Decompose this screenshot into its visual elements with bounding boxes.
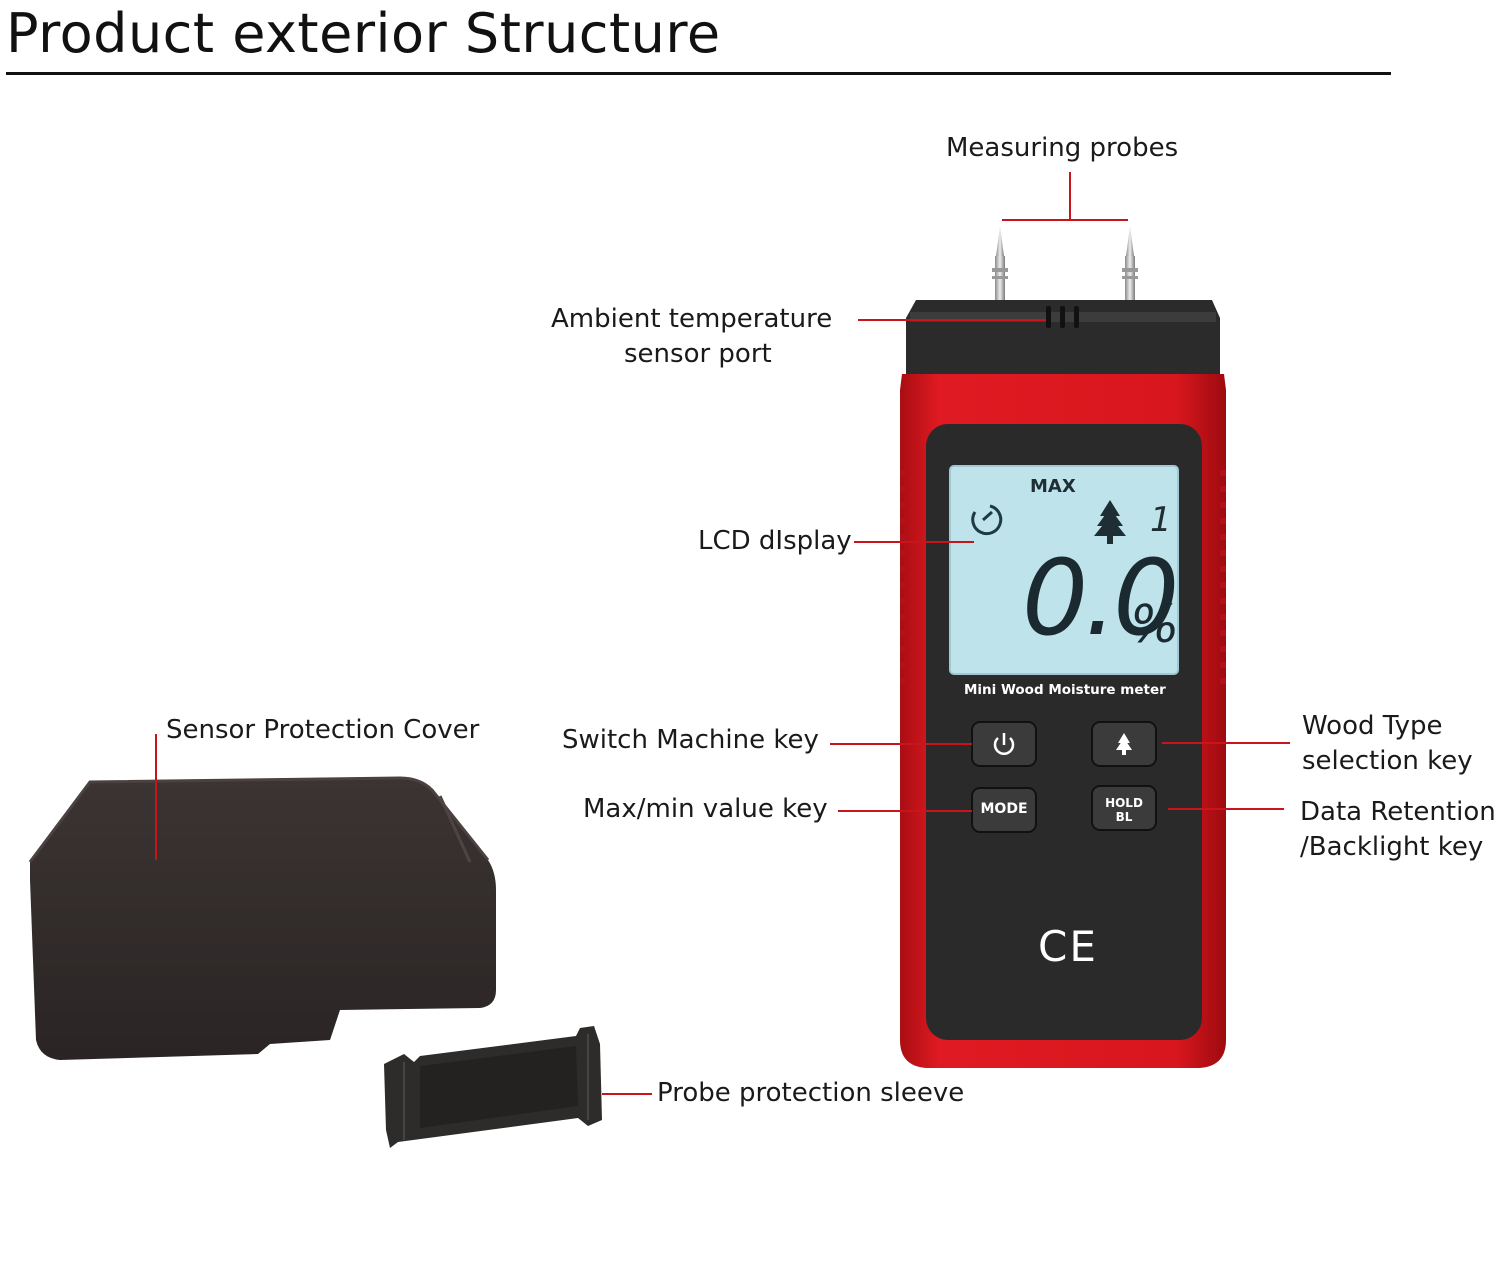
callout-ambient-sensor-line1: Ambient temperature xyxy=(551,304,833,334)
callout-measuring-probes: Measuring probes xyxy=(946,133,1179,163)
callout-data-retention-line2: /Backlight key xyxy=(1300,832,1484,862)
title-underline xyxy=(6,72,1391,75)
device-top-cap xyxy=(906,300,1220,376)
callout-max-min-key: Max/min value key xyxy=(583,794,828,824)
lcd-wood-index: 1 xyxy=(1150,500,1172,540)
callout-probe-sleeve: Probe protection sleeve xyxy=(657,1078,965,1108)
probe-protection-sleeve xyxy=(384,1026,602,1148)
lcd-reading: 0.0 xyxy=(1022,537,1179,659)
power-button[interactable] xyxy=(971,721,1037,767)
hold-button-label-line1: HOLD xyxy=(1105,796,1143,810)
callout-wood-type-line2: selection key xyxy=(1302,746,1473,776)
lcd-unit: % xyxy=(1130,595,1180,655)
callout-lcd-display: LCD dIsplay xyxy=(698,526,852,556)
power-icon xyxy=(993,733,1015,755)
callout-sensor-cover: Sensor Protection Cover xyxy=(166,715,480,745)
callout-data-retention-line1: Data Retention xyxy=(1300,797,1496,827)
hold-backlight-button[interactable] xyxy=(1091,785,1157,831)
tree-icon xyxy=(1116,733,1132,755)
wood-type-button[interactable] xyxy=(1091,721,1157,767)
measuring-probes xyxy=(992,226,1138,308)
tree-icon xyxy=(1094,500,1126,544)
callout-wood-type-line1: Wood Type xyxy=(1302,711,1443,741)
lcd-max-indicator: MAX xyxy=(1030,476,1076,497)
callout-switch-machine-key: Switch Machine key xyxy=(562,725,819,755)
model-label: Mini Wood Moisture meter xyxy=(964,682,1166,698)
lcd-screen xyxy=(949,465,1179,675)
callout-ambient-sensor-line2: sensor port xyxy=(624,339,772,369)
leader-lines xyxy=(155,172,1290,1095)
page-title: Product exterior Structure xyxy=(6,2,721,65)
hold-button-label-line2: BL xyxy=(1115,810,1133,824)
timer-icon xyxy=(971,504,1003,536)
sensor-protection-cover xyxy=(28,776,496,1060)
mode-button-label: MODE xyxy=(980,801,1028,817)
ce-mark: CE xyxy=(1038,922,1098,971)
